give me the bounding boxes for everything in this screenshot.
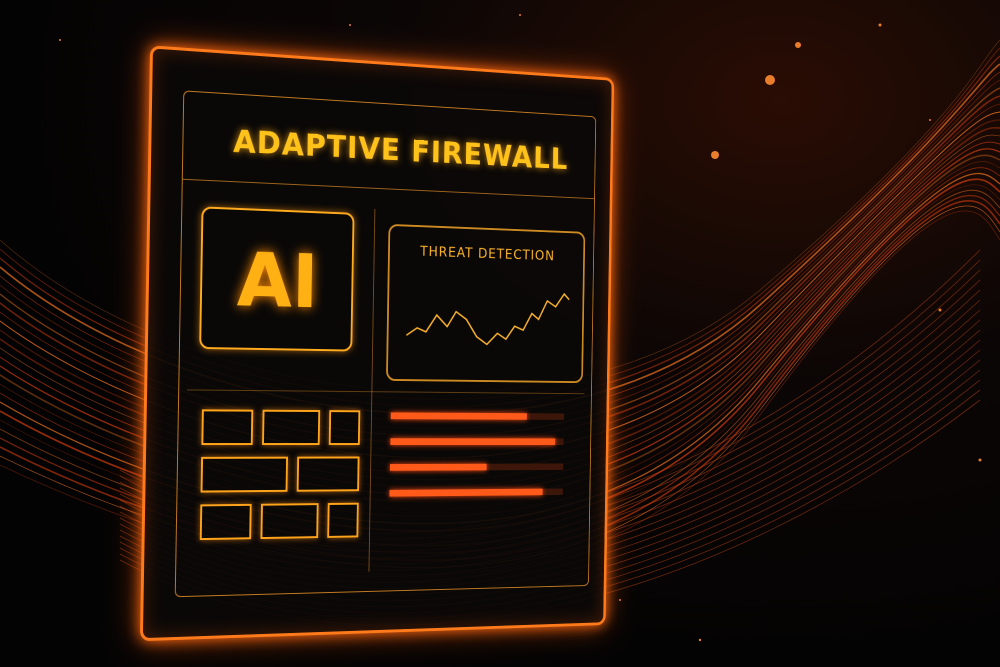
firewall-panel: ADAPTIVE FIREWALL AI THREAT DETECTION bbox=[139, 45, 615, 642]
glow-particle bbox=[765, 75, 775, 85]
status-bar-fill bbox=[389, 488, 543, 497]
firewall-brick-icon bbox=[199, 409, 362, 567]
status-bar bbox=[389, 488, 563, 497]
horizontal-divider bbox=[186, 389, 585, 395]
chart-title: THREAT DETECTION bbox=[419, 244, 555, 265]
ai-label: AI bbox=[236, 234, 319, 325]
brick bbox=[296, 456, 360, 492]
ai-chip-icon: AI bbox=[199, 206, 355, 352]
glow-particle bbox=[938, 308, 942, 312]
glow-particle bbox=[878, 23, 882, 27]
status-bar-fill bbox=[389, 463, 487, 471]
glow-particle bbox=[711, 151, 719, 159]
glow-particle bbox=[349, 24, 351, 26]
threat-line bbox=[406, 290, 569, 346]
brick bbox=[200, 456, 288, 493]
brick bbox=[327, 502, 359, 538]
line-chart-icon bbox=[402, 268, 571, 366]
glow-particle bbox=[978, 458, 982, 462]
status-bar bbox=[389, 463, 564, 471]
glow-particle bbox=[929, 119, 931, 121]
brick bbox=[260, 503, 319, 540]
glow-particle bbox=[59, 39, 61, 41]
status-bars bbox=[389, 412, 565, 515]
glow-particle bbox=[698, 638, 702, 642]
status-bar-fill bbox=[390, 412, 527, 420]
status-bar-fill bbox=[390, 438, 556, 445]
glow-particle bbox=[519, 14, 521, 16]
page-title: ADAPTIVE FIREWALL bbox=[232, 124, 569, 177]
glow-particle bbox=[795, 42, 801, 48]
status-bar bbox=[390, 438, 564, 445]
brick bbox=[328, 410, 361, 445]
title-divider bbox=[182, 178, 595, 200]
brick bbox=[262, 409, 321, 445]
panel-inner-frame: ADAPTIVE FIREWALL AI THREAT DETECTION bbox=[174, 90, 597, 598]
brick bbox=[199, 503, 252, 541]
threat-detection-chart: THREAT DETECTION bbox=[385, 223, 586, 384]
glow-particle bbox=[619, 599, 621, 601]
status-bar bbox=[390, 412, 565, 420]
brick bbox=[201, 409, 254, 446]
